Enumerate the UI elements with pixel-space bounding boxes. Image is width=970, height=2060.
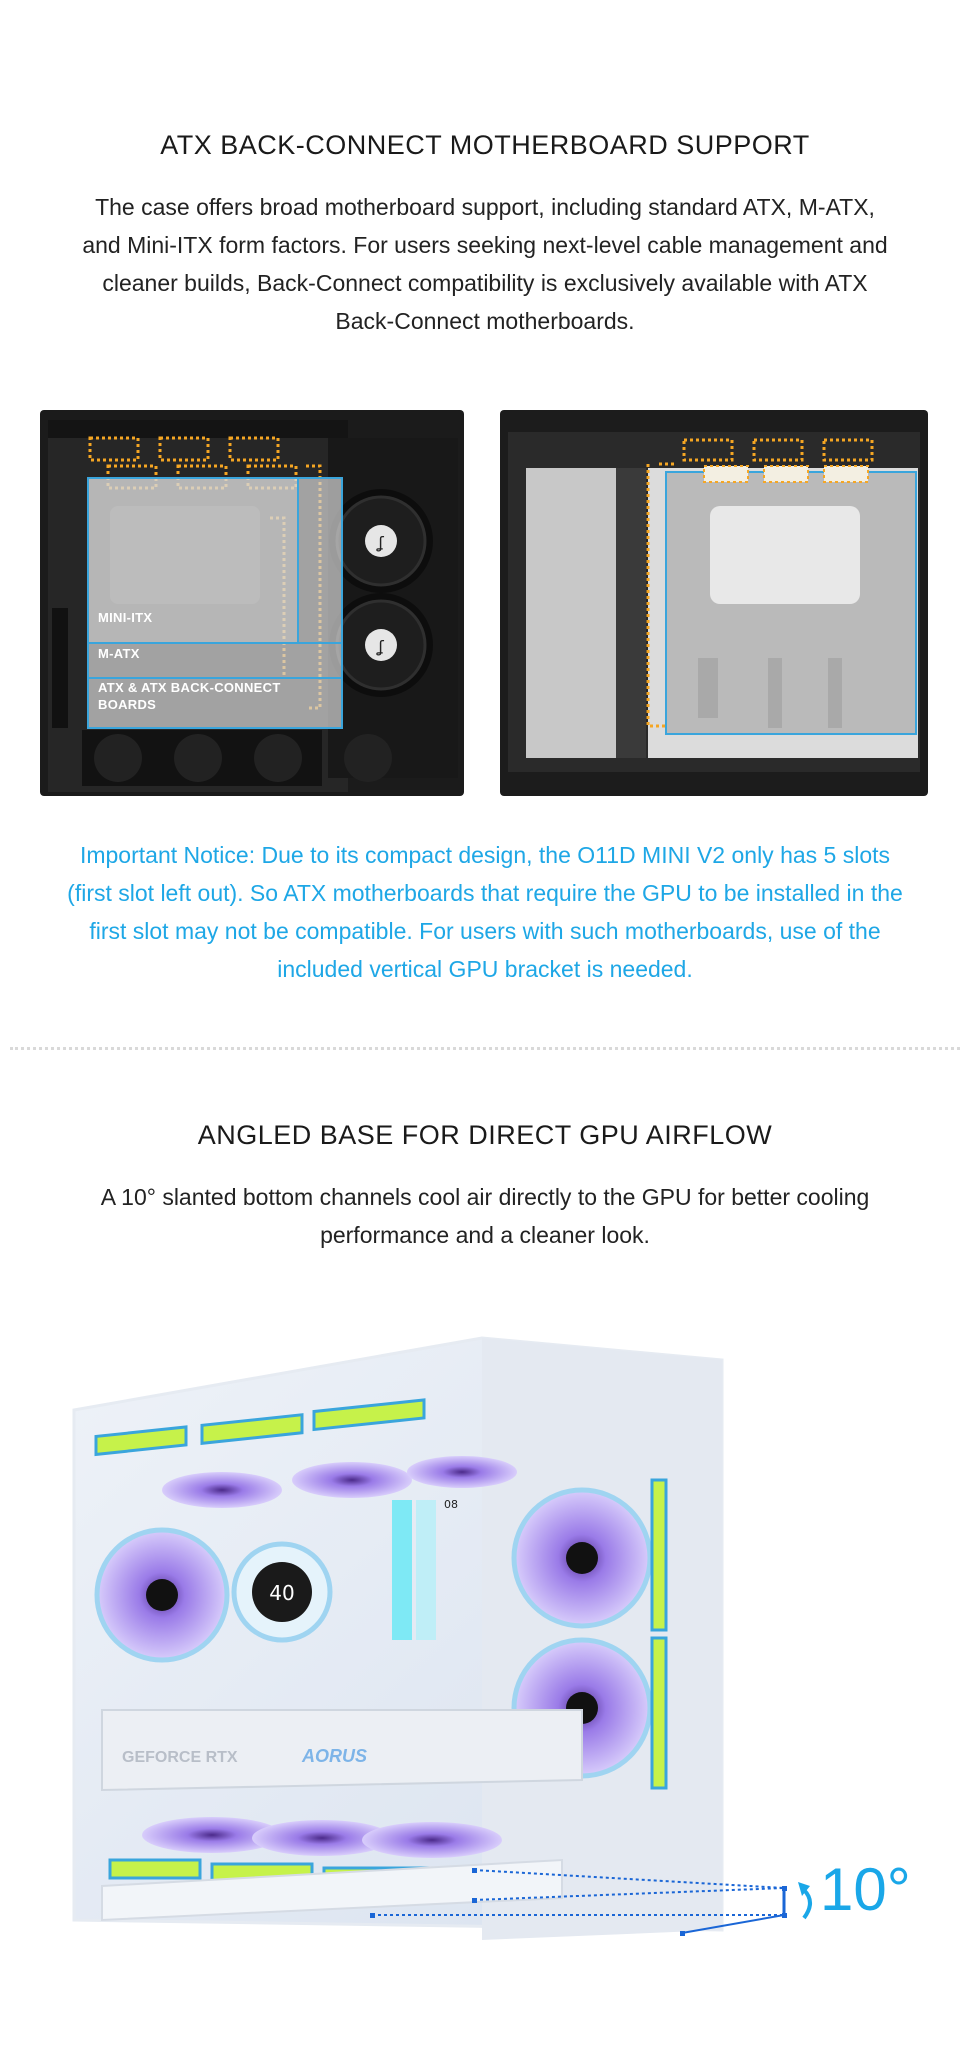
- fan-icon: ʆ: [329, 593, 433, 697]
- label-m-atx: M-ATX: [98, 646, 140, 661]
- cooler-temperature: 40: [269, 1581, 294, 1605]
- fan-icon: ʆ: [329, 489, 433, 593]
- gpu-logo: AORUS: [301, 1746, 367, 1766]
- label-atx-back-connect: ATX & ATX BACK-CONNECT: [98, 680, 281, 695]
- section-divider: [10, 1047, 960, 1050]
- ram-badge: 08: [444, 1498, 458, 1511]
- section-description-angled-base: A 10° slanted bottom channels cool air d…: [100, 1184, 870, 1248]
- important-notice-text: Important Notice: Due to its compact des…: [67, 842, 903, 982]
- gpu-brand: GEFORCE RTX: [122, 1749, 238, 1766]
- fan-icon: [511, 1487, 653, 1629]
- case-front-view-image: ʆ ʆ: [40, 410, 464, 796]
- label-atx-boards: BOARDS: [98, 697, 157, 712]
- white-case-angled-base-image: 40 08 GEFORCE RTX AORUS: [72, 1336, 812, 1940]
- angle-degree-label: 10°: [820, 1856, 911, 1923]
- svg-text:ʆ: ʆ: [375, 637, 384, 656]
- section-title-motherboard-support: ATX BACK-CONNECT MOTHERBOARD SUPPORT: [160, 130, 810, 160]
- section-description-motherboard-support: The case offers broad motherboard suppor…: [82, 194, 888, 334]
- section-title-angled-base: ANGLED BASE FOR DIRECT GPU AIRFLOW: [197, 1120, 773, 1150]
- fan-icon: [94, 1527, 230, 1663]
- label-mini-itx: MINI-ITX: [98, 610, 153, 625]
- case-rear-view-image: [500, 410, 928, 796]
- svg-text:ʆ: ʆ: [375, 533, 384, 552]
